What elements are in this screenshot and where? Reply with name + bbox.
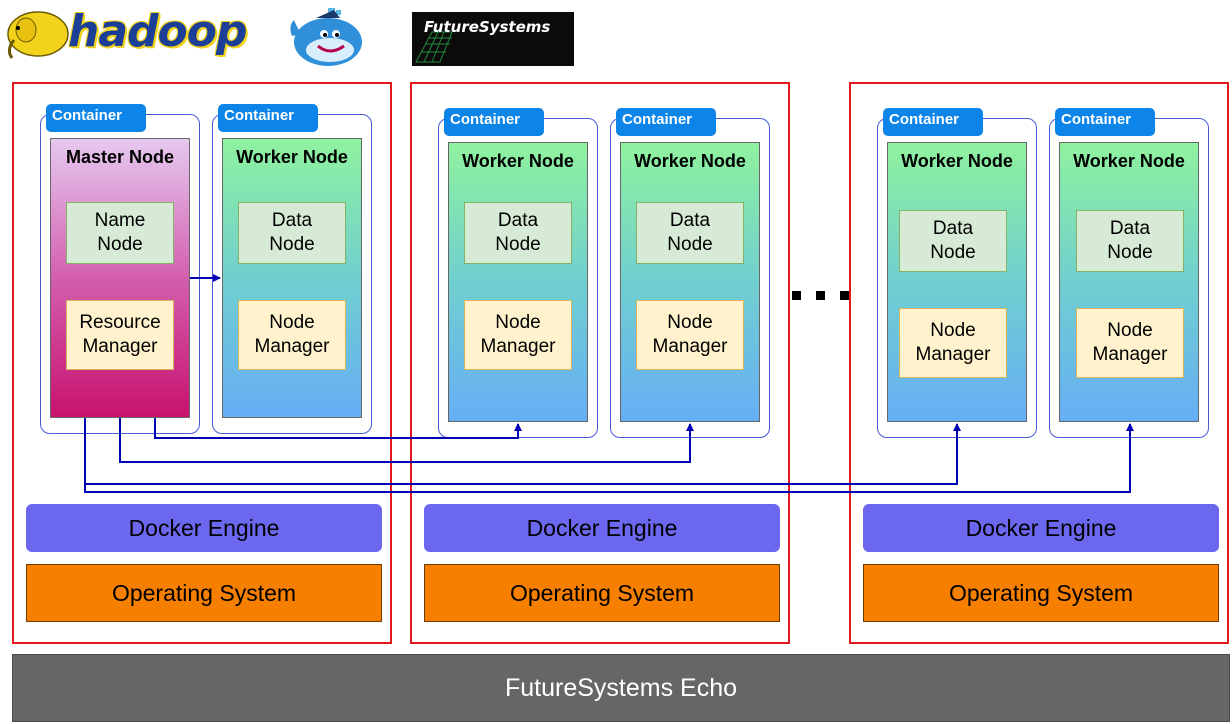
worker-node-title: Worker Node — [1073, 151, 1185, 171]
arrow-master-to-worker-4 — [84, 418, 961, 485]
resource-manager: Resource Manager — [66, 300, 174, 370]
node-manager: Node Manager — [636, 300, 744, 370]
container-tag: Container — [218, 104, 318, 132]
docker-whale-icon — [288, 6, 368, 70]
operating-system: Operating System — [424, 564, 780, 622]
data-node: Data Node — [636, 202, 744, 264]
hadoop-elephant-icon — [7, 11, 69, 59]
node-manager: Node Manager — [1076, 308, 1184, 378]
hadoop-logo: hadoop — [4, 4, 254, 64]
worker-node — [222, 138, 362, 418]
worker-node — [620, 142, 760, 422]
ellipsis-dot — [840, 291, 849, 300]
data-node: Data Node — [238, 202, 346, 264]
docker-engine: Docker Engine — [26, 504, 382, 552]
container-tag: Container — [46, 104, 146, 132]
hadoop-wordmark: hadoop — [68, 6, 247, 57]
futuresystems-grid-icon — [415, 31, 453, 63]
node-manager: Node Manager — [464, 300, 572, 370]
master-node — [50, 138, 190, 418]
docker-engine: Docker Engine — [863, 504, 1219, 552]
operating-system: Operating System — [26, 564, 382, 622]
docker-engine: Docker Engine — [424, 504, 780, 552]
arrow-master-to-worker-5 — [84, 423, 1134, 493]
master-node-title: Master Node — [65, 147, 175, 167]
futuresystems-echo-bar: FutureSystems Echo — [12, 654, 1230, 722]
data-node: Data Node — [1076, 210, 1184, 272]
worker-node-title: Worker Node — [462, 151, 574, 171]
worker-node-title: Worker Node — [901, 151, 1013, 171]
futuresystems-wordmark: FutureSystems — [424, 18, 551, 36]
node-manager: Node Manager — [899, 308, 1007, 378]
worker-node-title: Worker Node — [236, 147, 348, 167]
worker-node-title: Worker Node — [634, 151, 746, 171]
container-tag: Container — [1055, 108, 1155, 136]
ellipsis-dot — [792, 291, 801, 300]
futuresystems-logo: FutureSystems — [412, 12, 574, 66]
arrow-master-to-worker-2 — [154, 418, 522, 439]
container-tag: Container — [616, 108, 716, 136]
name-node: Name Node — [66, 202, 174, 264]
data-node: Data Node — [899, 210, 1007, 272]
host-2 — [410, 82, 790, 644]
worker-node — [448, 142, 588, 422]
container-tag: Container — [883, 108, 983, 136]
host-3 — [849, 82, 1229, 644]
arrow-master-to-worker-3 — [119, 418, 694, 463]
data-node: Data Node — [464, 202, 572, 264]
operating-system: Operating System — [863, 564, 1219, 622]
ellipsis-dot — [816, 291, 825, 300]
node-manager: Node Manager — [238, 300, 346, 370]
container-tag: Container — [444, 108, 544, 136]
host-1 — [12, 82, 392, 644]
